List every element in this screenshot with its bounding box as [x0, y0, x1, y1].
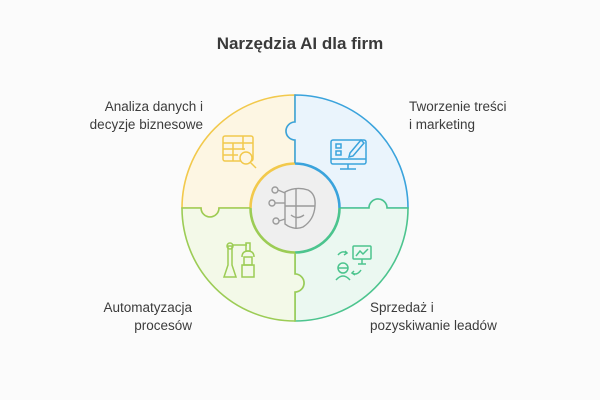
- person-chart-icon: [335, 245, 372, 281]
- label-line: Sprzedaż i: [370, 300, 434, 315]
- label-automation: Automatyzacja procesów: [103, 299, 192, 335]
- label-line: Tworzenie treści: [409, 99, 507, 114]
- label-line: Automatyzacja: [103, 300, 192, 315]
- table-search-icon: [222, 135, 257, 169]
- label-line: procesów: [134, 318, 192, 333]
- label-line: Analiza danych i: [104, 99, 203, 114]
- monitor-pencil-icon: [330, 138, 367, 170]
- ai-face-circuit-icon: [268, 186, 316, 229]
- label-line: decyzje biznesowe: [89, 117, 203, 132]
- label-sales: Sprzedaż i pozyskiwanie leadów: [370, 299, 497, 335]
- diagram-title: Narzędzia AI dla firm: [216, 34, 384, 53]
- label-line: i marketing: [409, 117, 476, 132]
- label-analysis: Analiza danych i decyzje biznesowe: [90, 98, 203, 134]
- robot-arm-icon: [222, 242, 255, 278]
- center-circle: [251, 164, 339, 252]
- label-content: Tworzenie treści i marketing: [409, 98, 507, 134]
- label-line: pozyskiwanie leadów: [370, 318, 497, 333]
